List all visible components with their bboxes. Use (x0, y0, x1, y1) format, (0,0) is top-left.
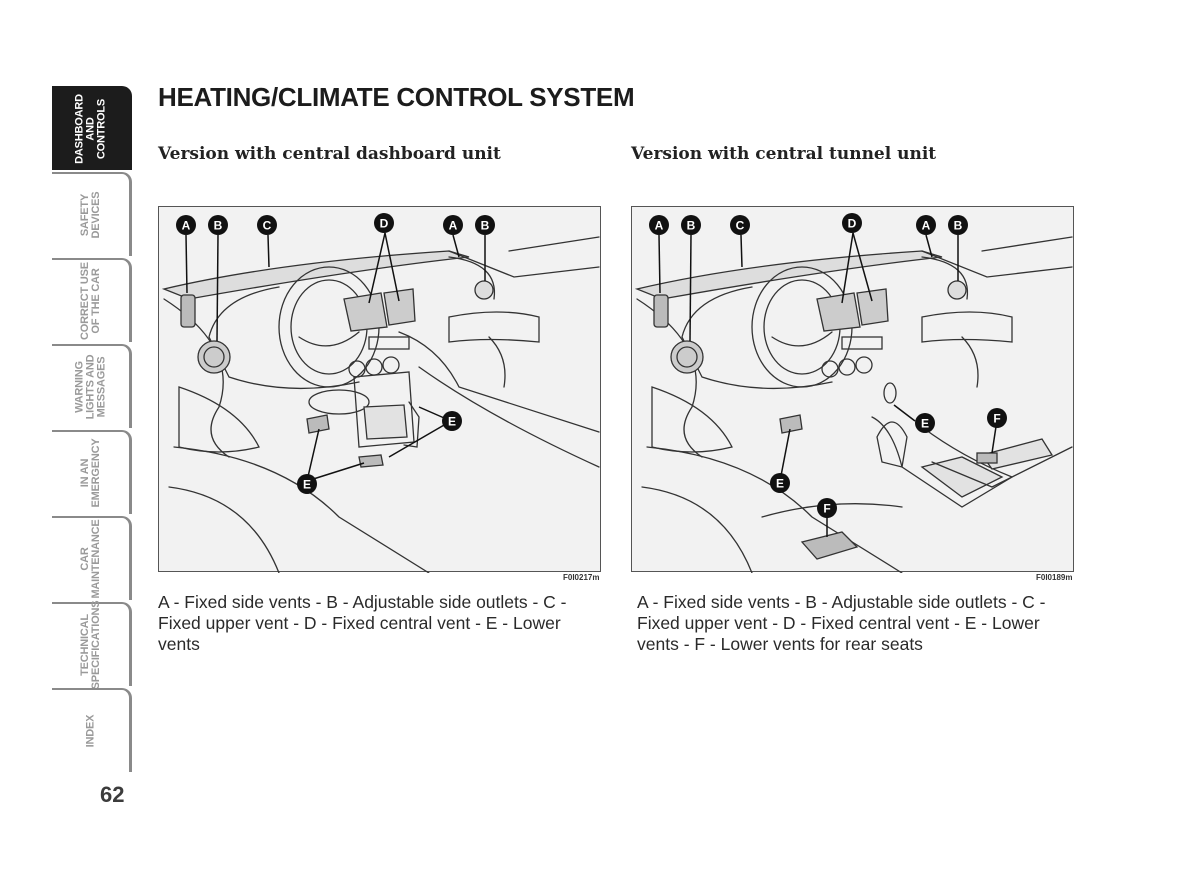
tab-in-an-emergency[interactable]: IN AN EMERGENCY (52, 430, 132, 514)
figure-2-drawing: A B C D A B E E F F (634, 213, 1073, 573)
page-title: HEATING/CLIMATE CONTROL SYSTEM (158, 82, 635, 112)
callout-b-1: B (208, 215, 228, 235)
chapter-sidebar: DASHBOARD AND CONTROLS SAFETY DEVICES CO… (52, 86, 132, 774)
callout-a-1: A (176, 215, 196, 235)
tab-technical-specifications[interactable]: TECHNICAL SPECIFICATIONS (52, 601, 132, 689)
callout-b-1: B (681, 215, 701, 235)
callout-f-1: F (987, 408, 1007, 428)
figure-2-code: F0I0189m (1036, 573, 1073, 582)
callout-a-2: A (916, 215, 936, 235)
svg-text:B: B (687, 219, 696, 233)
svg-text:E: E (303, 478, 311, 492)
callout-d: D (374, 213, 394, 233)
tab-warning-lights-and-messages[interactable]: WARNING LIGHTS AND MESSAGES (52, 344, 132, 428)
tab-dashboard-and-controls[interactable]: DASHBOARD AND CONTROLS (52, 86, 132, 170)
figure-2-callouts: A B C D A B E E F F (649, 213, 1007, 518)
tab-index[interactable]: INDEX (52, 688, 132, 772)
svg-text:F: F (993, 412, 1000, 426)
svg-text:B: B (481, 219, 490, 233)
svg-text:B: B (214, 219, 223, 233)
tab-correct-use-of-the-car[interactable]: CORRECT USE OF THE CAR (52, 258, 132, 342)
tab-safety-devices[interactable]: SAFETY DEVICES (52, 172, 132, 256)
figure-1-dashboard-illustration: A B C D A B E E (158, 206, 601, 573)
callout-a-2: A (443, 215, 463, 235)
figure-1-drawing: A B C D A B E E (161, 213, 600, 573)
callout-e-2: E (297, 474, 317, 494)
svg-text:D: D (380, 217, 389, 231)
tab-car-maintenance[interactable]: CAR MAINTENANCE (52, 516, 132, 600)
svg-text:A: A (182, 219, 191, 233)
figure-2-subtitle: Version with central tunnel unit (631, 144, 937, 164)
svg-text:C: C (736, 219, 745, 233)
figure-2-caption: A - Fixed side vents - B - Adjustable si… (637, 592, 1046, 654)
callout-b-2: B (475, 215, 495, 235)
svg-text:E: E (448, 415, 456, 429)
svg-text:F: F (823, 502, 830, 516)
callout-e-1: E (442, 411, 462, 431)
svg-text:A: A (449, 219, 458, 233)
figure-1-code: F0I0217m (563, 573, 600, 582)
figure-1-callouts: A B C D A B E E (176, 213, 495, 494)
svg-text:E: E (776, 477, 784, 491)
svg-text:A: A (922, 219, 931, 233)
figure-2-dashboard-illustration: A B C D A B E E F F (631, 206, 1074, 573)
callout-d: D (842, 213, 862, 233)
callout-e-1: E (915, 413, 935, 433)
callout-c: C (257, 215, 277, 235)
svg-text:D: D (848, 217, 857, 231)
figure-1-subtitle: Version with central dashboard unit (158, 144, 501, 164)
svg-text:C: C (263, 219, 272, 233)
callout-f-2: F (817, 498, 837, 518)
callout-b-2: B (948, 215, 968, 235)
callout-e-2: E (770, 473, 790, 493)
figure-1-caption: A - Fixed side vents - B - Adjustable si… (158, 592, 567, 654)
svg-text:B: B (954, 219, 963, 233)
svg-text:E: E (921, 417, 929, 431)
callout-c: C (730, 215, 750, 235)
callout-a-1: A (649, 215, 669, 235)
svg-text:A: A (655, 219, 664, 233)
page-number: 62 (100, 782, 125, 807)
